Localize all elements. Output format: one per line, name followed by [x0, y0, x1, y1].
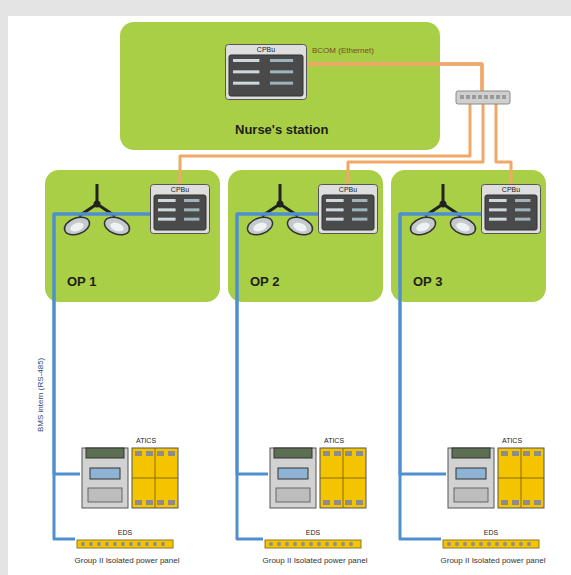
area-name: Nurse's station	[235, 122, 328, 137]
switch-body	[456, 91, 510, 104]
rs485-line	[54, 214, 150, 474]
panel-caption: Group II Isolated power panel	[263, 556, 368, 566]
atics-figure	[446, 436, 546, 512]
bus-label: BCOM (Ethernet)	[312, 46, 374, 56]
rs485-line	[400, 214, 481, 474]
ethernet-line	[307, 64, 511, 184]
switch-port	[472, 95, 476, 99]
switch-port	[502, 95, 506, 99]
device-name: CPBu	[171, 185, 189, 194]
bus-label: BMS intern (RS-485)	[36, 358, 46, 432]
area-box: OP 1 CPBu	[45, 170, 220, 302]
area-box: OP 2 CPBu	[228, 170, 383, 302]
device-name: CPBu	[339, 185, 357, 194]
rs485-line	[400, 214, 481, 539]
ethernet-line	[307, 64, 483, 184]
surgical-lamp	[61, 184, 133, 254]
panel-caption-holder: Group II Isolated power panel	[263, 556, 368, 566]
switch-port	[466, 95, 470, 99]
area-name: OP 1	[67, 274, 96, 289]
device-name: CPBu	[257, 45, 275, 54]
switch-port	[460, 95, 464, 99]
atics-figure	[80, 436, 180, 512]
insulation-monitor: ATICS	[446, 436, 546, 512]
device-name: ATICS	[502, 436, 522, 445]
area-name: OP 2	[250, 274, 279, 289]
ethernet-line	[180, 64, 482, 184]
bus-label-holder: BCOM (Ethernet)	[312, 46, 374, 56]
insulation-monitor: ATICS	[268, 436, 368, 512]
panel-caption: Group II Isolated power panel	[441, 556, 546, 566]
bus-label-holder: BMS intern (RS-485)	[36, 358, 46, 432]
switch-port	[490, 95, 494, 99]
controller-device: CPBu	[150, 184, 210, 234]
fault-locator: EDS	[75, 528, 175, 550]
switch-port	[496, 95, 500, 99]
switch-port	[484, 95, 488, 99]
controller-device: CPBu	[225, 44, 307, 100]
top-band	[0, 0, 571, 16]
atics-figure	[268, 436, 368, 512]
device-name: ATICS	[136, 436, 156, 445]
left-band	[0, 0, 8, 575]
area-box: Nurse's station CPBu	[120, 22, 440, 150]
rs485-line	[237, 214, 318, 474]
panel-caption-holder: Group II Isolated power panel	[75, 556, 180, 566]
controller-device: CPBu	[481, 184, 541, 234]
device-name: EDS	[484, 528, 498, 537]
device-name: ATICS	[324, 436, 344, 445]
device-name: EDS	[118, 528, 132, 537]
panel-caption-holder: Group II Isolated power panel	[441, 556, 546, 566]
surgical-lamp	[407, 184, 479, 254]
area-box: OP 3 CPBu	[391, 170, 546, 302]
fault-locator: EDS	[441, 528, 541, 550]
controller-device: CPBu	[318, 184, 378, 234]
rs485-line	[54, 214, 150, 539]
switch-port	[478, 95, 482, 99]
panel-caption: Group II Isolated power panel	[75, 556, 180, 566]
switch-ports	[460, 95, 506, 99]
insulation-monitor: ATICS	[80, 436, 180, 512]
device-name: CPBu	[502, 185, 520, 194]
fault-locator: EDS	[263, 528, 363, 550]
area-name: OP 3	[413, 274, 442, 289]
rs485-line	[237, 214, 318, 539]
device-name: EDS	[306, 528, 320, 537]
surgical-lamp	[244, 184, 316, 254]
